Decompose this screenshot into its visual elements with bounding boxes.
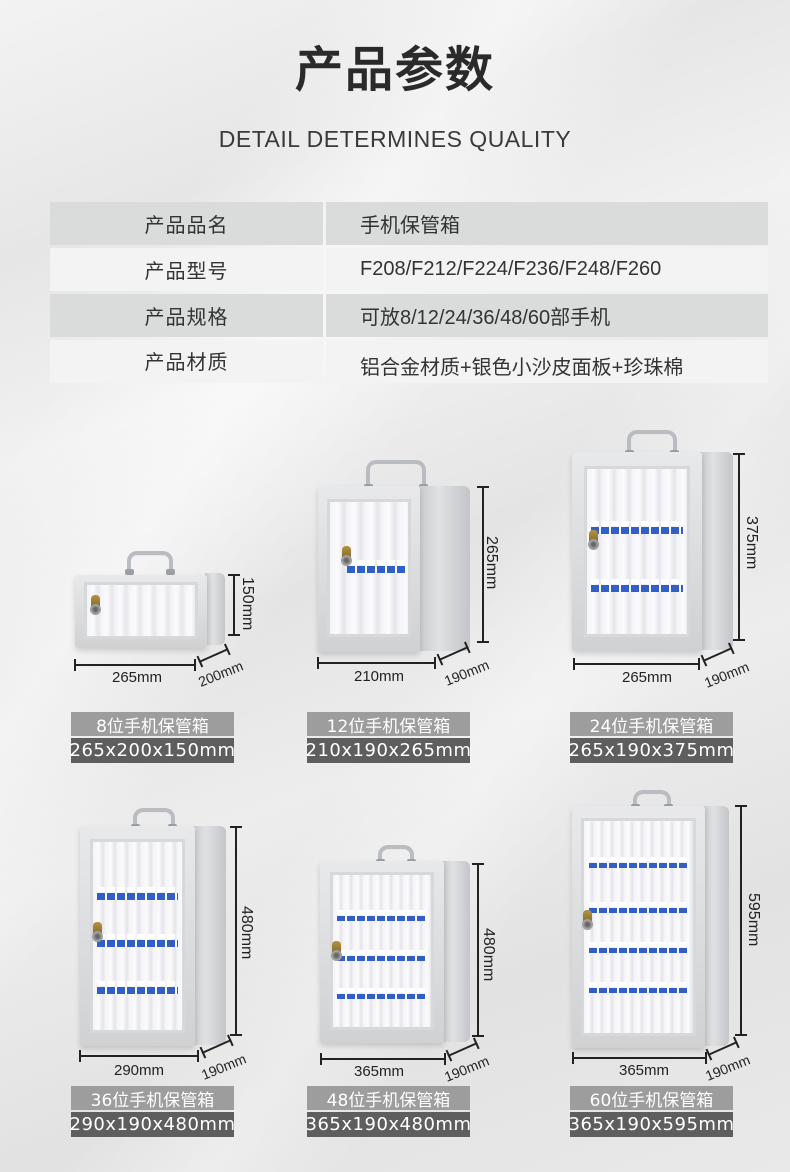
height-dimension-label: 150mm: [239, 577, 256, 631]
product-name-badge: 8位手机保管箱: [71, 712, 234, 737]
spec-row-product-name: 产品品名 手机保管箱: [50, 202, 768, 245]
product-size-badge: 290x190x480mm: [69, 1112, 236, 1137]
depth-dimension-label: 190mm: [199, 1050, 249, 1083]
page-title: 产品参数: [294, 42, 495, 98]
depth-dimension-label: 200mm: [196, 657, 246, 690]
spec-value: 铝合金材质+银色小沙皮面板+珍珠棉: [326, 340, 768, 383]
product-size-badge: 365x190x595mm: [568, 1112, 735, 1137]
product-name-badge: 48位手机保管箱: [307, 1086, 470, 1111]
product-size-badge: 210x190x265mm: [305, 738, 472, 763]
height-dimension-label: 480mm: [238, 906, 255, 960]
page-subtitle: DETAIL DETERMINES QUALITY: [218, 126, 572, 152]
spec-value: 手机保管箱: [326, 202, 768, 245]
height-dimension-line: [230, 826, 242, 1036]
width-dimension-line: [74, 659, 196, 671]
width-dimension-label: 365mm: [619, 1062, 670, 1079]
lock-icon: [341, 546, 352, 566]
lock-icon: [92, 922, 103, 942]
spec-row-model: 产品型号 F208/F212/F224/F236/F248/F260: [50, 248, 768, 291]
lock-icon: [588, 530, 599, 550]
height-dimension-label: 265mm: [483, 536, 500, 590]
depth-dimension-label: 190mm: [702, 658, 752, 691]
product-name-badge: 12位手机保管箱: [307, 712, 470, 737]
width-dimension-line: [317, 657, 436, 669]
handle-icon: [631, 790, 673, 810]
product-size-badge: 265x200x150mm: [69, 738, 236, 763]
width-dimension-line: [573, 658, 700, 670]
lock-icon: [331, 941, 342, 961]
spec-key: 产品品名: [50, 202, 323, 245]
height-dimension-line: [477, 486, 489, 643]
spec-key: 产品材质: [50, 340, 323, 383]
height-dimension-line: [472, 863, 484, 1037]
product-name-badge: 24位手机保管箱: [570, 712, 733, 737]
spec-key: 产品型号: [50, 248, 323, 291]
width-dimension-label: 365mm: [354, 1063, 405, 1080]
handle-icon: [125, 551, 175, 575]
spec-row-capacity: 产品规格 可放8/12/24/36/48/60部手机: [50, 294, 768, 337]
height-dimension-label: 375mm: [743, 516, 760, 570]
spec-table: 产品品名 手机保管箱 产品型号 F208/F212/F224/F236/F248…: [50, 202, 768, 386]
height-dimension-label: 480mm: [480, 928, 497, 982]
handle-icon: [364, 460, 428, 490]
width-dimension-line: [572, 1052, 707, 1064]
width-dimension-line: [320, 1053, 446, 1065]
width-dimension-label: 265mm: [622, 669, 673, 686]
width-dimension-label: 210mm: [354, 668, 405, 685]
depth-dimension-line: [447, 1042, 478, 1057]
height-dimension-line: [733, 453, 745, 641]
depth-dimension-label: 190mm: [442, 656, 492, 689]
spec-value: F208/F212/F224/F236/F248/F260: [326, 248, 768, 291]
handle-icon: [131, 808, 177, 830]
lock-icon: [582, 910, 593, 930]
depth-dimension-line: [198, 648, 229, 663]
product-name-badge: 36位手机保管箱: [71, 1086, 234, 1111]
product-name-badge: 60位手机保管箱: [570, 1086, 733, 1111]
product-size-badge: 365x190x480mm: [305, 1112, 472, 1137]
product-size-badge: 265x190x375mm: [568, 738, 735, 763]
width-dimension-label: 290mm: [114, 1062, 165, 1079]
spec-value: 可放8/12/24/36/48/60部手机: [326, 294, 768, 337]
height-dimension-line: [735, 805, 747, 1036]
width-dimension-label: 265mm: [112, 669, 163, 686]
lock-icon: [90, 595, 101, 615]
height-dimension-line: [228, 574, 240, 636]
height-dimension-label: 595mm: [745, 893, 762, 947]
width-dimension-line: [79, 1050, 199, 1062]
handle-icon: [376, 845, 416, 865]
handle-icon: [625, 430, 679, 456]
spec-key: 产品规格: [50, 294, 323, 337]
spec-row-material: 产品材质 铝合金材质+银色小沙皮面板+珍珠棉: [50, 340, 768, 383]
